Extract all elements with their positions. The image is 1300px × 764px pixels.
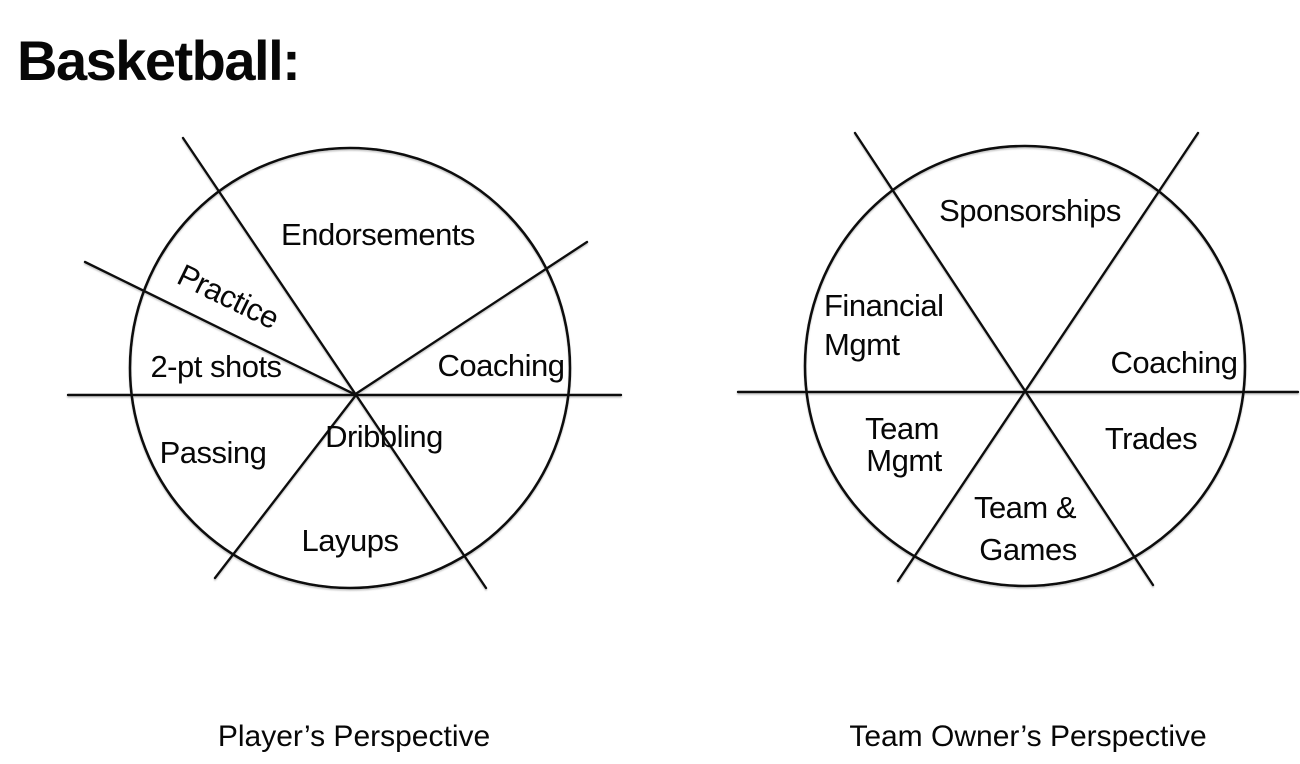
player-diagram xyxy=(66,136,623,590)
player-divider-passing-layups xyxy=(213,393,358,580)
player-divider-coaching xyxy=(352,240,589,397)
sector-label-endorsements: Endorsements xyxy=(281,217,475,252)
sector-label-practice: Practice xyxy=(172,257,284,336)
player-divider-practice xyxy=(83,260,358,397)
sector-label-coaching-owner: Coaching xyxy=(1111,345,1238,380)
page-title: Basketball: xyxy=(17,29,299,92)
player-divider-diagonal xyxy=(181,136,488,590)
sector-label-layups: Layups xyxy=(302,523,399,558)
sector-label-team-and-games-line1: Team & xyxy=(974,490,1077,525)
sector-label-team-and-games-line2: Games xyxy=(979,532,1076,567)
sector-label-financial-mgmt-line2: Mgmt xyxy=(824,327,900,362)
sector-label-financial-mgmt-line1: Financial xyxy=(824,288,944,323)
owner-divider-diagonal-right xyxy=(896,131,1200,583)
owner-circle xyxy=(803,144,1247,588)
owner-diagram xyxy=(736,131,1300,588)
sector-label-trades: Trades xyxy=(1105,421,1197,456)
sector-label-two-pt-shots: 2-pt shots xyxy=(150,349,281,384)
sector-label-passing: Passing xyxy=(160,435,267,470)
sector-label-dribbling: Dribbling xyxy=(325,419,443,454)
player-circle xyxy=(128,146,572,590)
player-caption: Player’s Perspective xyxy=(218,720,490,753)
owner-diagram-labels: Sponsorships Financial Mgmt Coaching Tra… xyxy=(824,193,1238,753)
sector-label-team-mgmt-line2: Mgmt xyxy=(866,443,942,478)
owner-divider-diagonal-left xyxy=(853,131,1155,587)
sector-label-team-mgmt-line1: Team xyxy=(865,411,939,446)
sector-label-sponsorships: Sponsorships xyxy=(939,193,1121,228)
owner-caption: Team Owner’s Perspective xyxy=(849,720,1206,753)
sector-label-coaching-player: Coaching xyxy=(438,348,565,383)
